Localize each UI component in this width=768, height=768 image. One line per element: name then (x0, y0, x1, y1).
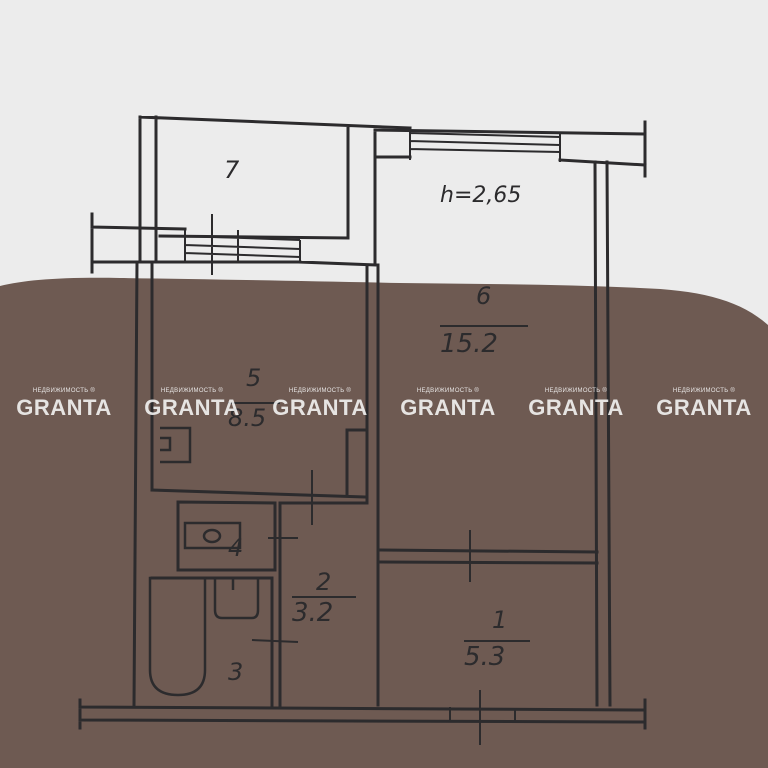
watermark-brand: GRANTA (144, 395, 240, 420)
bathtub-icon (148, 576, 207, 697)
watermark-tagline: НЕДВИЖИМОСТЬ ® (416, 388, 480, 394)
door-ticks (251, 470, 471, 643)
room2-walls (278, 501, 369, 707)
watermark-logo: НЕДВИЖИМОСТЬ ® GRANTA (516, 388, 636, 421)
watermark-brand: GRANTA (528, 395, 624, 420)
balcony-outline (138, 115, 412, 264)
sink-icon (160, 426, 192, 464)
top-exterior-wall (373, 128, 647, 264)
watermark-logo: НЕДВИЖИМОСТЬ ® GRANTA (644, 388, 764, 421)
room-2-area: 3.2 (292, 596, 356, 626)
watermark-brand: GRANTA (272, 395, 368, 420)
toilet-bowl-icon (202, 528, 222, 544)
watermark-brand: GRANTA (16, 395, 112, 420)
watermark-logo: НЕДВИЖИМОСТЬ ® GRANTA (260, 388, 380, 421)
watermark-logo: НЕДВИЖИМОСТЬ ® GRANTA (4, 388, 124, 421)
door-tick-3 (251, 639, 299, 643)
watermark-tagline: НЕДВИЖИМОСТЬ ® (160, 388, 224, 394)
mid-wall (90, 212, 377, 274)
top-window (409, 130, 561, 162)
room-6-area: 15.2 (440, 325, 528, 357)
watermark-brand: GRANTA (656, 395, 752, 420)
room-6-number: 6 (476, 282, 492, 310)
right-exterior-wall (593, 160, 612, 707)
room-5-number: 5 (246, 364, 262, 392)
windows (184, 130, 561, 745)
watermark-brand: GRANTA (400, 395, 496, 420)
toilet-icon (183, 521, 242, 550)
paper-lit-area (0, 0, 768, 325)
room-7-number: 7 (224, 156, 240, 184)
watermark-tagline: НЕДВИЖИМОСТЬ ® (544, 388, 608, 394)
bottom-window-mark (449, 690, 516, 745)
partition-6-1 (376, 548, 599, 565)
room4-walls (176, 500, 277, 572)
room-2-number: 2 (316, 568, 332, 596)
left-exterior-wall (132, 260, 154, 708)
washbasin-icon (213, 578, 260, 620)
watermark-tagline: НЕДВИЖИМОСТЬ ® (288, 388, 352, 394)
bottom-exterior-wall (78, 698, 647, 730)
watermark-logo: НЕДВИЖИМОСТЬ ® GRANTA (388, 388, 508, 421)
partition-5-6 (365, 263, 380, 707)
room-1-area: 5.3 (464, 640, 530, 670)
room-1-number: 1 (492, 606, 508, 634)
watermark-logo: НЕДВИЖИМОСТЬ ® GRANTA (132, 388, 252, 421)
balcony-door-window (184, 214, 301, 275)
room-3-number: 3 (228, 658, 244, 686)
ceiling-height-label: h=2,65 (440, 183, 522, 208)
watermark-tagline: НЕДВИЖИМОСТЬ ® (672, 388, 736, 394)
fixtures (148, 426, 260, 697)
watermark-tagline: НЕДВИЖИМОСТЬ ® (32, 388, 96, 394)
room5-bottom-wall (150, 428, 369, 499)
walls (78, 115, 647, 730)
room-5-area: 8.5 (228, 402, 280, 430)
room-4-number: 4 (228, 534, 244, 562)
